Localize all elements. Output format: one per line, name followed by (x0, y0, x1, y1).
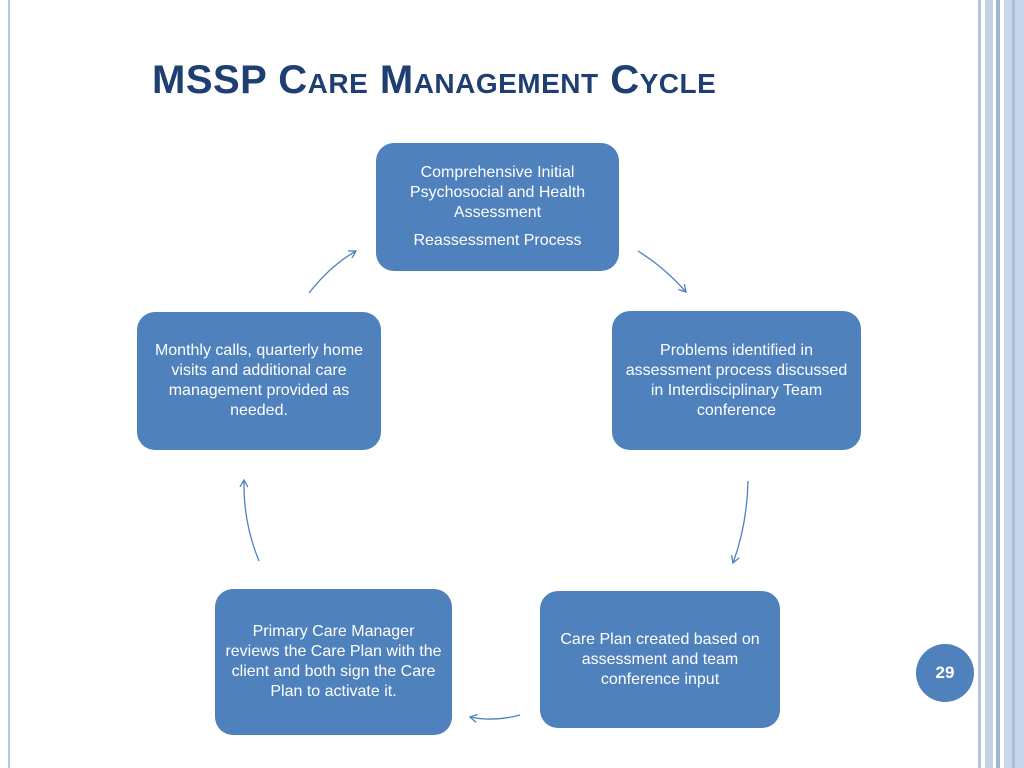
arrow-bottom-left-to-left (239, 478, 260, 562)
arrow-right-to-bottom-right (731, 480, 749, 565)
page-number-badge: 29 (916, 644, 974, 702)
cycle-step-care-plan: Care Plan created based on assessment an… (540, 591, 780, 728)
step-text: Care Plan created based on assessment an… (560, 630, 760, 688)
cycle-step-assessment: Comprehensive Initial Psychosocial and H… (376, 143, 619, 271)
step-text: Reassessment Process (413, 232, 582, 249)
stripe (978, 0, 981, 768)
stripe (996, 0, 1000, 768)
cycle-step-ongoing-management: Monthly calls, quarterly home visits and… (137, 312, 381, 450)
slide-title: MSSP Care Management Cycle (152, 58, 717, 102)
arrow-top-to-right (637, 250, 687, 293)
stripe (1012, 0, 1015, 768)
step-text: Problems identified in assessment proces… (625, 341, 848, 419)
step-text: Primary Care Manager reviews the Care Pl… (225, 623, 442, 700)
step-text: Monthly calls, quarterly home visits and… (154, 342, 364, 419)
arrow-bottom-right-to-bottom-left (468, 713, 521, 723)
decorative-side-stripes (978, 0, 1024, 768)
slide-frame-line (8, 0, 10, 768)
arrow-left-to-top (308, 250, 358, 294)
step-text: Comprehensive Initial Psychosocial and H… (409, 164, 586, 221)
cycle-step-plan-review: Primary Care Manager reviews the Care Pl… (215, 589, 452, 735)
cycle-step-team-conference: Problems identified in assessment proces… (612, 311, 861, 450)
stripe (985, 0, 993, 768)
